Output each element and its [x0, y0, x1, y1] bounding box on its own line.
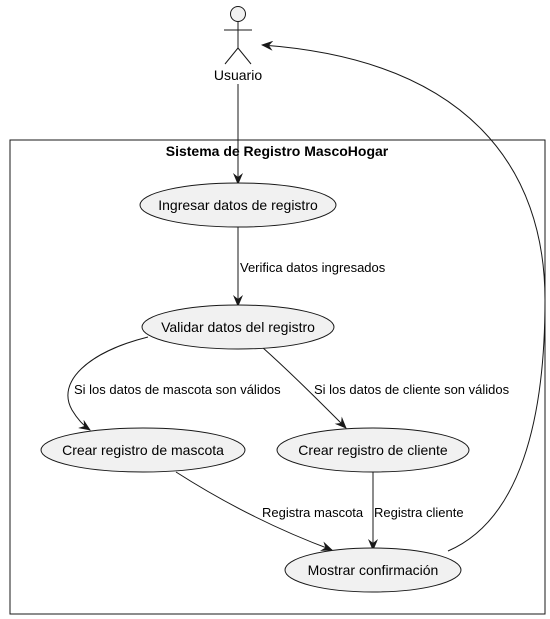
- edge-label-registra-cliente: Registra cliente: [374, 505, 464, 520]
- usecase-ingresar-label: Ingresar datos de registro: [158, 197, 318, 213]
- actor-label: Usuario: [214, 67, 262, 83]
- usecase-mascota-label: Crear registro de mascota: [62, 442, 224, 458]
- system-title: Sistema de Registro MascoHogar: [166, 143, 389, 159]
- edge-label-si-mascota: Si los datos de mascota son válidos: [74, 382, 281, 397]
- usecase-validar: Validar datos del registro: [141, 304, 335, 350]
- usecase-mascota: Crear registro de mascota: [40, 427, 246, 473]
- usecase-ingresar: Ingresar datos de registro: [139, 182, 337, 228]
- usecase-cliente: Crear registro de cliente: [276, 427, 470, 473]
- edge-mascota-to-confirmacion: [175, 471, 333, 551]
- usecase-confirmacion: Mostrar confirmación: [284, 547, 462, 593]
- usecase-confirmacion-label: Mostrar confirmación: [308, 562, 439, 578]
- edge-label-registra-mascota: Registra mascota: [262, 505, 364, 520]
- system-boundary-rect: [9, 139, 546, 615]
- stick-figure-icon: [224, 6, 252, 65]
- usecase-cliente-label: Crear registro de cliente: [298, 442, 448, 458]
- usecase-validar-label: Validar datos del registro: [161, 319, 315, 335]
- edge-label-si-cliente: Si los datos de cliente son válidos: [314, 382, 510, 397]
- edge-validar-to-mascota: [67, 336, 149, 431]
- edge-labels: Verifica datos ingresados Si los datos d…: [74, 260, 510, 520]
- edge-label-verifica: Verifica datos ingresados: [240, 260, 386, 275]
- system-boundary: Sistema de Registro MascoHogar: [9, 139, 546, 615]
- actor-usuario: Usuario: [214, 6, 262, 83]
- edges: [67, 40, 546, 552]
- edge-validar-to-cliente: [261, 346, 347, 429]
- edge-confirmacion-to-actor: [261, 40, 546, 552]
